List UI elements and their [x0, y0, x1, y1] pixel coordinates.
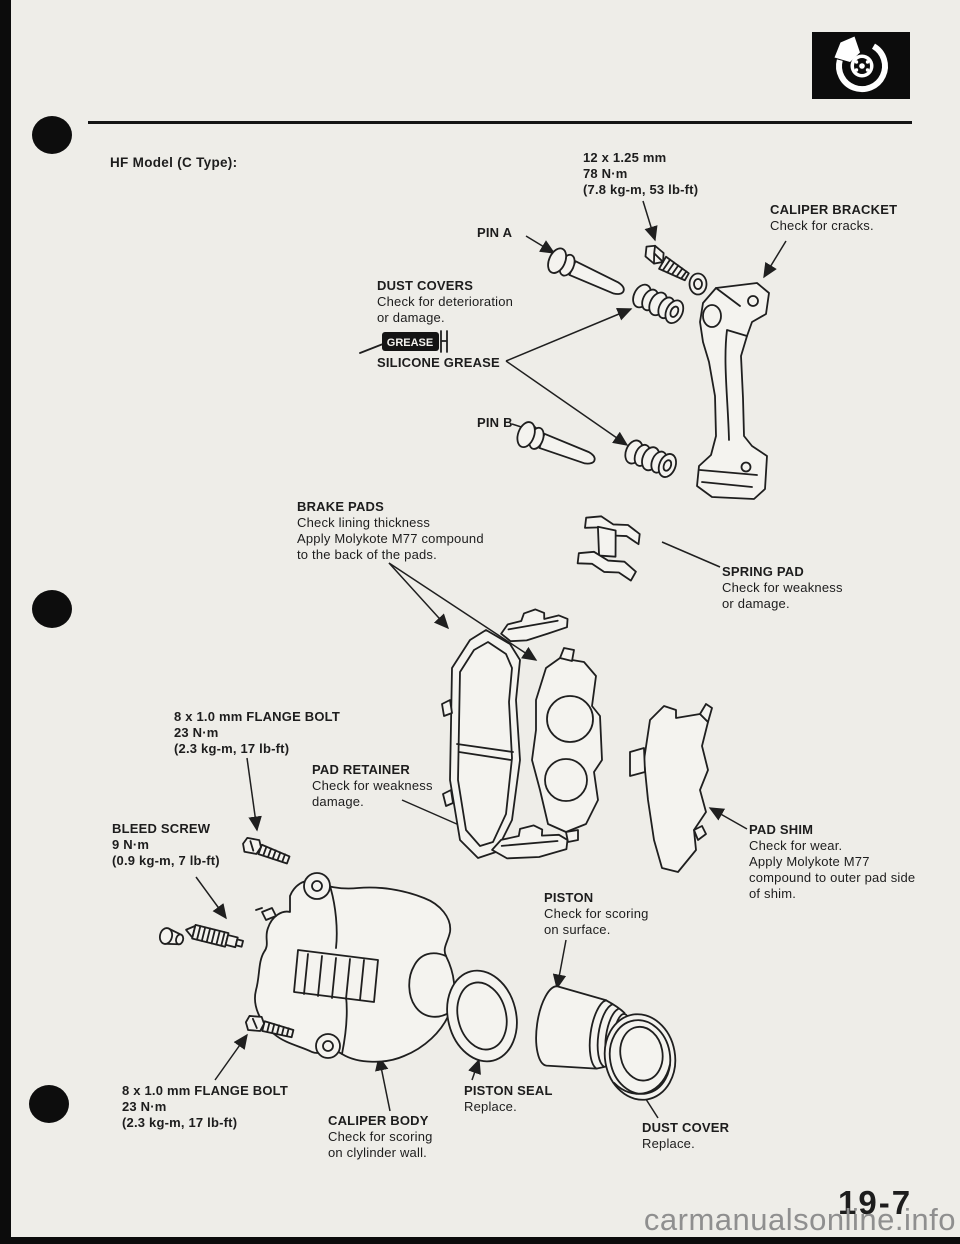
- pin-b-drawing: [516, 421, 596, 465]
- callout-note: on clylinder wall.: [328, 1145, 427, 1160]
- callout-pin-a: PIN A: [477, 225, 512, 241]
- torque-spec-line: (7.8 kg-m, 53 lb-ft): [583, 182, 699, 197]
- grease-tube-icon: GREASE: [359, 330, 448, 354]
- callout-title: PIN B: [477, 415, 513, 430]
- callout-note: or damage.: [377, 310, 445, 325]
- header-rule: [88, 121, 912, 124]
- callout-note: Replace.: [642, 1136, 695, 1151]
- callout-title: CALIPER BODY: [328, 1113, 429, 1128]
- callout-title: PISTON SEAL: [464, 1083, 553, 1098]
- callout-note: Check for wear.: [749, 838, 843, 853]
- torque-spec-line: BLEED SCREW: [112, 821, 211, 836]
- callout-title: PAD SHIM: [749, 822, 814, 837]
- washer-drawing: [688, 272, 708, 296]
- callout-note: Replace.: [464, 1099, 517, 1114]
- piston-seal-drawing: [446, 969, 518, 1063]
- callout-flange-bolt-upper: 8 x 1.0 mm FLANGE BOLT 23 N·m (2.3 kg-m,…: [174, 709, 340, 757]
- torque-spec-line: 8 x 1.0 mm FLANGE BOLT: [174, 709, 340, 724]
- caliper-bracket-drawing: [696, 282, 770, 500]
- binder-hole: [29, 1085, 69, 1123]
- callout-note: to the back of the pads.: [297, 547, 437, 562]
- torque-spec-line: (2.3 kg-m, 17 lb-ft): [174, 741, 290, 756]
- pad-retainer-upper-drawing: [500, 608, 569, 643]
- scan-left-edge: [0, 0, 11, 1244]
- callout-bleed-screw: BLEED SCREW 9 N·m (0.9 kg-m, 7 lb-ft): [112, 821, 220, 869]
- grease-tube-label: GREASE: [387, 337, 433, 349]
- callout-note: Apply Molykote M77 compound: [297, 531, 484, 546]
- torque-spec-line: 8 x 1.0 mm FLANGE BOLT: [122, 1083, 288, 1098]
- callout-title: CALIPER BRACKET: [770, 202, 898, 217]
- callout-pad-retainer: PAD RETAINER Check for weakness damage.: [312, 762, 433, 810]
- callout-piston-seal: PISTON SEAL Replace.: [464, 1083, 553, 1115]
- binder-hole: [32, 116, 72, 154]
- callout-title: PAD RETAINER: [312, 762, 410, 777]
- brake-pad-inner-drawing: [441, 629, 521, 859]
- callout-note: damage.: [312, 794, 364, 809]
- torque-spec-line: 78 N·m: [583, 166, 628, 181]
- dust-cover-boot-lower: [624, 439, 677, 478]
- mount-bolt-drawing: [644, 244, 690, 282]
- callout-note: on surface.: [544, 922, 611, 937]
- callout-note: Apply Molykote M77: [749, 854, 870, 869]
- bleed-screw-drawing: [158, 924, 244, 949]
- callout-mount-bolt-torque: 12 x 1.25 mm 78 N·m (7.8 kg-m, 53 lb-ft): [583, 150, 698, 198]
- scan-bottom-edge: [0, 1237, 960, 1244]
- dust-cover-boot-upper: [632, 283, 685, 325]
- watermark: carmanualsonline.info: [643, 1202, 956, 1237]
- callout-note: Check for weakness: [312, 778, 433, 793]
- torque-spec-line: 9 N·m: [112, 837, 150, 852]
- callout-note: Check for cracks.: [770, 218, 874, 233]
- callout-note: Check for weakness: [722, 580, 843, 595]
- callout-note: Check for scoring: [544, 906, 649, 921]
- callout-title: PIN A: [477, 225, 513, 240]
- callout-silicone-grease: SILICONE GREASE: [377, 355, 500, 371]
- torque-spec-line: (2.3 kg-m, 17 lb-ft): [122, 1115, 238, 1130]
- callout-title: SILICONE GREASE: [377, 355, 500, 370]
- pin-a-drawing: [547, 247, 625, 295]
- caliper-body-drawing: [254, 872, 456, 1063]
- callout-caliper-bracket: CALIPER BRACKET Check for cracks.: [770, 202, 897, 234]
- binder-hole: [32, 590, 72, 628]
- model-heading: HF Model (C Type):: [110, 155, 238, 170]
- callout-title: PISTON: [544, 890, 594, 905]
- torque-spec-line: 23 N·m: [122, 1099, 167, 1114]
- callout-note: compound to outer pad side: [749, 870, 916, 885]
- pad-retainer-lower-drawing: [491, 824, 569, 860]
- torque-spec-line: (0.9 kg-m, 7 lb-ft): [112, 853, 220, 868]
- callout-piston: PISTON Check for scoring on surface.: [544, 890, 649, 938]
- torque-spec-line: 23 N·m: [174, 725, 219, 740]
- callout-pad-shim: PAD SHIM Check for wear. Apply Molykote …: [749, 822, 915, 902]
- dust-cover-ring-drawing: [603, 1013, 677, 1101]
- callout-note: Check for scoring: [328, 1129, 433, 1144]
- page-number: 19-7: [838, 1184, 913, 1221]
- callout-pin-b: PIN B: [477, 415, 513, 431]
- callout-caliper-body: CALIPER BODY Check for scoring on clylin…: [328, 1113, 433, 1161]
- callout-spring-pad: SPRING PAD Check for weakness or damage.: [722, 564, 843, 612]
- callout-note: Check lining thickness: [297, 515, 431, 530]
- pad-shim-drawing: [629, 703, 713, 873]
- brake-disc-icon: [812, 32, 910, 99]
- callout-title: SPRING PAD: [722, 564, 804, 579]
- callout-title: DUST COVER: [642, 1120, 730, 1135]
- callout-note: Check for deterioration: [377, 294, 514, 309]
- callout-dust-covers: DUST COVERS Check for deterioration or d…: [377, 278, 513, 326]
- callout-note: of shim.: [749, 886, 797, 901]
- callout-dust-cover: DUST COVER Replace.: [642, 1120, 729, 1152]
- callout-title: DUST COVERS: [377, 278, 474, 293]
- flange-bolt-lower-drawing: [244, 1015, 295, 1039]
- callout-flange-bolt-lower: 8 x 1.0 mm FLANGE BOLT 23 N·m (2.3 kg-m,…: [122, 1083, 288, 1131]
- flange-bolt-upper-drawing: [242, 836, 291, 865]
- spring-pad-drawing: [576, 515, 641, 582]
- callout-note: or damage.: [722, 596, 790, 611]
- torque-spec-line: 12 x 1.25 mm: [583, 150, 667, 165]
- brake-pad-outer-drawing: [531, 647, 603, 843]
- callout-brake-pads: BRAKE PADS Check lining thickness Apply …: [297, 499, 484, 563]
- callout-title: BRAKE PADS: [297, 499, 384, 514]
